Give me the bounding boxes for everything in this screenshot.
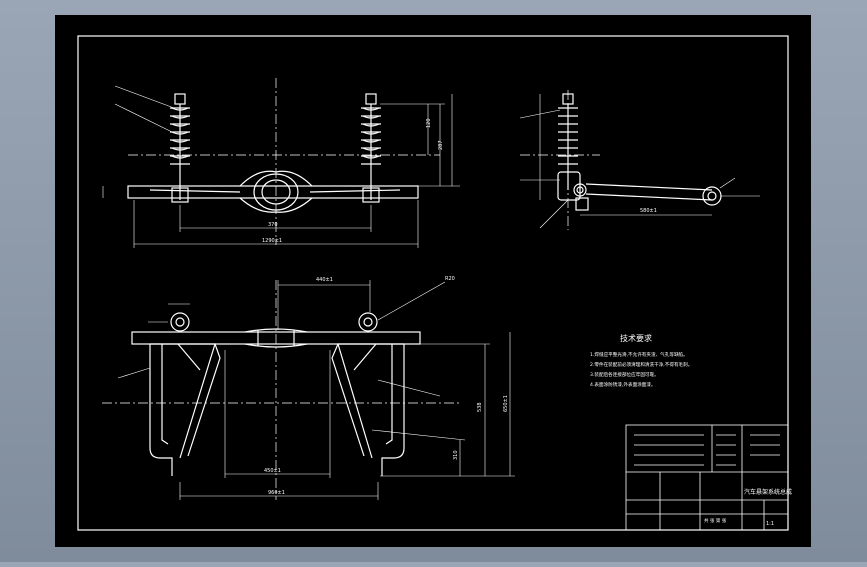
- total-h-dim: 287: [438, 140, 444, 150]
- bottom-width-dim: 450±1: [264, 468, 281, 474]
- top-small-dim: 120: [426, 118, 432, 128]
- note-2: 2.零件在装配前必须清理和清洗干净,不得有毛刺。: [590, 361, 692, 368]
- r-dim: R20: [445, 276, 455, 282]
- front-span-dim: 370: [268, 222, 278, 228]
- height-b-dim: 650±1: [503, 395, 509, 412]
- right-small-dim: 310: [453, 450, 459, 460]
- front-view: [102, 78, 460, 248]
- drawing-sheet: [55, 15, 811, 547]
- front-total-dim: 1290±1: [262, 238, 282, 244]
- bottom-total-dim: 960±1: [268, 490, 285, 496]
- title-block: [625, 424, 789, 531]
- note-4: 4.表面涂防锈漆,外表面涂面漆。: [590, 381, 656, 388]
- bottom-view: [102, 280, 515, 500]
- sheet-label: 共 张 第 张: [704, 517, 727, 524]
- notes-title: 技术要求: [620, 333, 652, 343]
- drawing-border: [77, 35, 789, 531]
- right-len-dim: 580±1: [640, 208, 657, 214]
- note-3: 3.装配后各连接部位应牢固可靠。: [590, 371, 659, 378]
- side-dim-a: 440±1: [316, 277, 333, 283]
- scale-value: 1:1: [766, 521, 774, 527]
- note-1: 1.焊缝应平整光滑,不允许有夹渣、气孔等缺陷。: [590, 351, 688, 358]
- tech-notes: 技术要求 1.焊缝应平整光滑,不允许有夹渣、气孔等缺陷。 2.零件在装配前必须清…: [590, 333, 692, 388]
- side-view: [519, 90, 760, 230]
- height-a-dim: 538: [477, 402, 483, 412]
- drawing-name: 汽车悬架系统总成: [744, 488, 792, 496]
